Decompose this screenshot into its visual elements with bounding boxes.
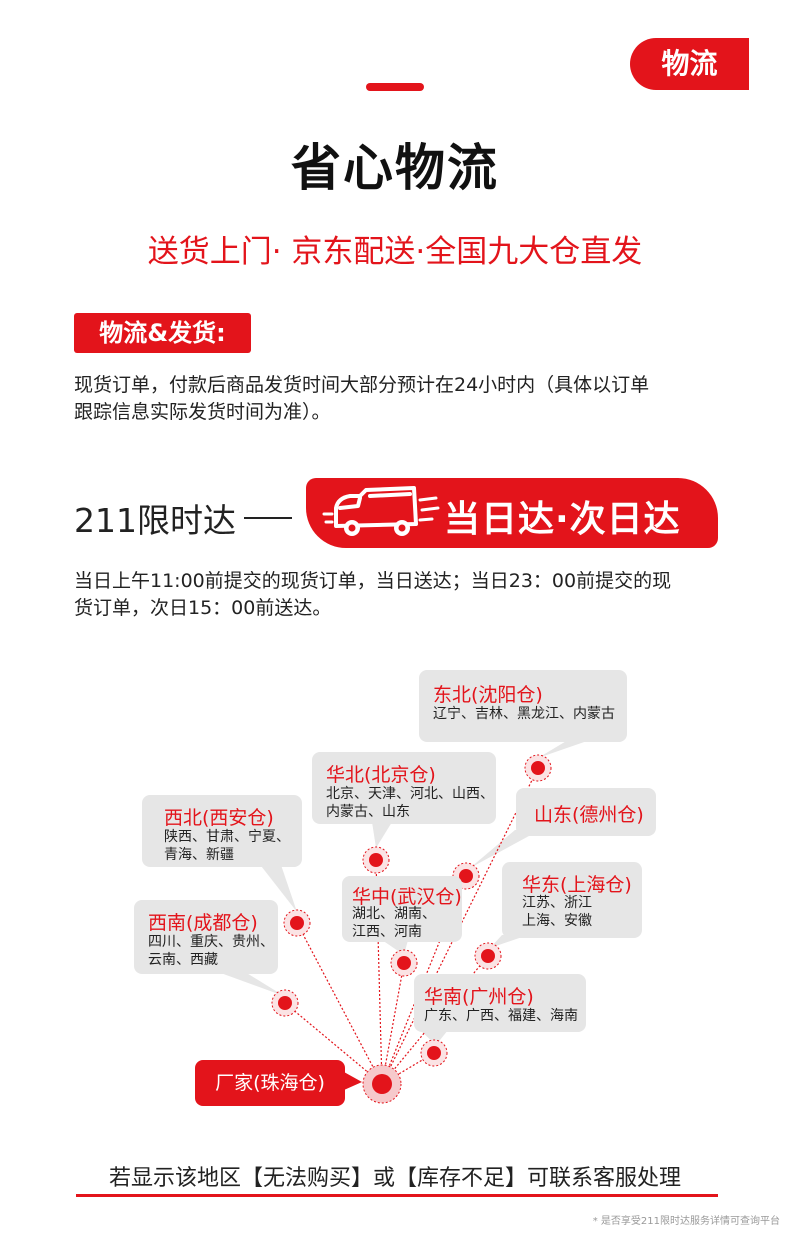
- callout-tail-shandong: [470, 830, 540, 868]
- callout-tails: [218, 740, 590, 1090]
- section-tag: 物流&发货:: [74, 313, 251, 353]
- callout-tail-huanan: [420, 1030, 448, 1045]
- pin-icon: [474, 942, 502, 970]
- warehouse-regions: 陕西、甘肃、宁夏、: [164, 829, 290, 845]
- contact-notice: 若显示该地区【无法购买】或【库存不足】可联系客服处理: [108, 1166, 681, 1191]
- page-title: 省心物流: [291, 139, 499, 197]
- page-subtitle: 送货上门· 京东配送·全国九大仓直发: [147, 234, 643, 270]
- warehouse-regions: 四川、重庆、贵州、: [148, 934, 274, 950]
- warehouse-card-shandong: 山东(德州仓): [516, 788, 656, 836]
- title-accent-bar: [366, 83, 424, 91]
- warehouse-regions: 江西、河南: [352, 924, 422, 940]
- express-label: 211限时达: [74, 501, 236, 540]
- warehouse-title: 华中(武汉仓): [352, 886, 462, 908]
- warehouse-regions: 湖北、湖南、: [352, 906, 436, 922]
- pin-icon: [390, 949, 418, 977]
- shipping-description-line: 跟踪信息实际发货时间为准）。: [74, 401, 331, 423]
- pin-icon: [420, 1039, 448, 1067]
- warehouse-title: 华南(广州仓): [424, 986, 534, 1008]
- warehouse-title: 华东(上海仓): [522, 874, 632, 896]
- banner-text: 当日达·次日达: [444, 499, 681, 540]
- warehouse-title: 西北(西安仓): [164, 807, 274, 829]
- delivery-truck-icon: [322, 486, 440, 536]
- warehouse-card-huazhong: 华中(武汉仓) 湖北、湖南、 江西、河南: [342, 876, 462, 942]
- pin-icon: [524, 754, 552, 782]
- warehouse-regions: 云南、西藏: [148, 952, 218, 968]
- express-description-line: 货订单，次日15：00前送达。: [74, 597, 332, 619]
- factory-origin-label: 厂家(珠海仓): [195, 1060, 345, 1106]
- footnote: * 是否享受211限时达服务详情可查询平台: [592, 1216, 780, 1227]
- warehouse-title: 华北(北京仓): [326, 764, 436, 786]
- callout-tail-xinan: [218, 972, 284, 996]
- warehouse-regions: 内蒙古、山东: [326, 804, 410, 820]
- warehouse-regions: 青海、新疆: [164, 847, 234, 863]
- express-description: 当日上午11:00前提交的现货订单，当日送达；当日23：00前提交的现 货订单，…: [74, 568, 724, 622]
- warehouse-regions: 辽宁、吉林、黑龙江、内蒙古: [433, 706, 615, 722]
- callout-tail-dongbei: [538, 740, 590, 758]
- pin-icon: [271, 989, 299, 1017]
- shipping-description: 现货订单，付款后商品发货时间大部分预计在24小时内（具体以订单 跟踪信息实际发货…: [74, 372, 724, 426]
- pin-icon: [283, 909, 311, 937]
- warehouse-regions: 北京、天津、河北、山西、: [326, 786, 494, 802]
- logistics-tag: 物流: [630, 38, 749, 90]
- warehouse-regions: 江苏、浙江: [522, 895, 592, 911]
- warehouse-card-huabei: 华北(北京仓) 北京、天津、河北、山西、 内蒙古、山东: [312, 752, 496, 824]
- pin-icon: [362, 846, 390, 874]
- warehouse-card-dongbei: 东北(沈阳仓) 辽宁、吉林、黑龙江、内蒙古: [419, 670, 627, 742]
- warehouse-card-huanan: 华南(广州仓) 广东、广西、福建、海南: [414, 974, 586, 1032]
- warehouse-title: 东北(沈阳仓): [433, 684, 543, 706]
- warehouse-regions: 上海、安徽: [522, 913, 592, 929]
- warehouse-title: 西南(成都仓): [148, 912, 258, 934]
- warehouse-title: 山东(德州仓): [534, 804, 644, 826]
- warehouse-card-xinan: 西南(成都仓) 四川、重庆、贵州、 云南、西藏: [134, 900, 278, 974]
- origin-pin-icon: [362, 1064, 402, 1104]
- express-dash: [244, 517, 292, 519]
- warehouse-card-xibei: 西北(西安仓) 陕西、甘肃、宁夏、 青海、新疆: [142, 795, 302, 867]
- callout-tail-factory: [344, 1072, 362, 1090]
- warehouse-regions: 广东、广西、福建、海南: [424, 1008, 578, 1024]
- notice-underline: [76, 1194, 718, 1197]
- warehouse-card-huadong: 华东(上海仓) 江苏、浙江 上海、安徽: [502, 862, 642, 938]
- warehouse-pins: [271, 754, 552, 1104]
- shipping-description-line: 现货订单，付款后商品发货时间大部分预计在24小时内（具体以订单: [74, 374, 650, 396]
- express-description-line: 当日上午11:00前提交的现货订单，当日送达；当日23：00前提交的现: [74, 570, 672, 592]
- callout-tail-huadong: [490, 935, 528, 948]
- callout-tail-xibei: [258, 862, 297, 912]
- callout-tail-huabei: [372, 822, 392, 848]
